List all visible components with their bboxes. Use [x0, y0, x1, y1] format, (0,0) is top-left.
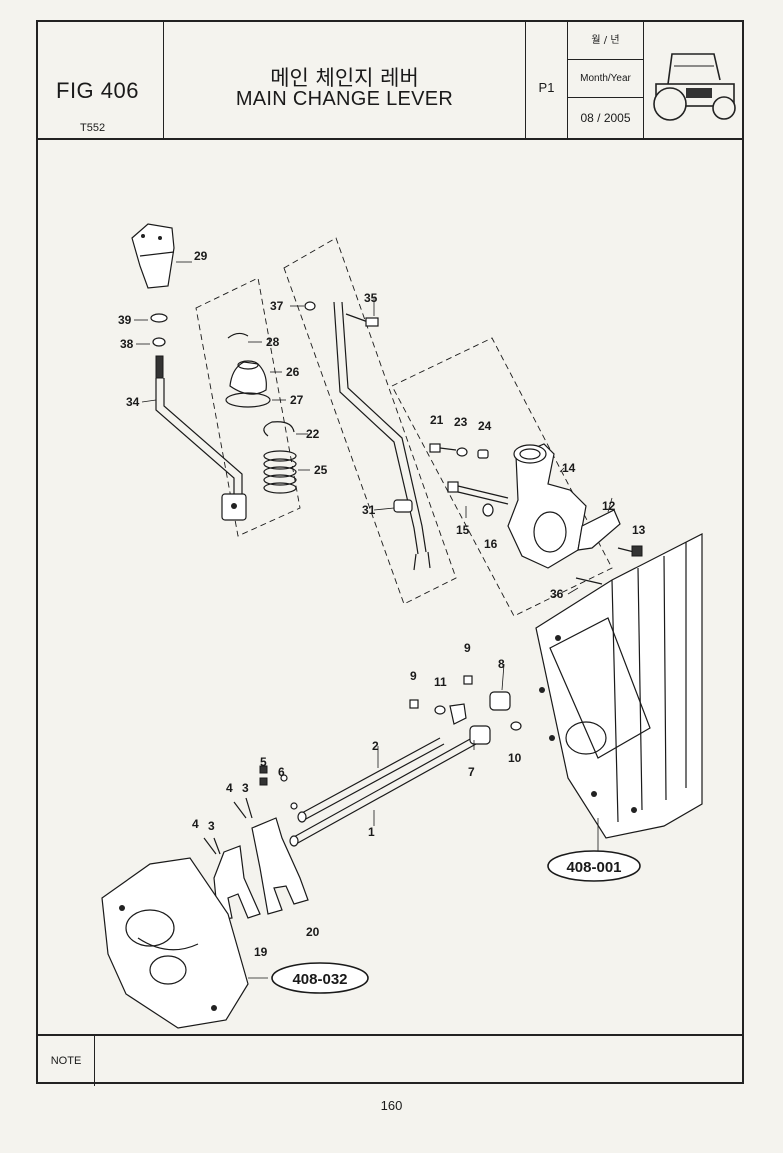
model-code: T552 [80, 122, 106, 134]
part-label-29: 29 [194, 249, 208, 263]
plate-11 [434, 703, 467, 725]
part-label-27: 27 [290, 393, 304, 407]
collar-24 [477, 449, 489, 459]
part-label-10: 10 [508, 751, 522, 765]
nut-38 [136, 337, 166, 347]
bolt-15 [447, 481, 509, 518]
part-label-4b: 4 [192, 817, 199, 831]
title-block: FIG 406 T552 메인 체인지 레버 MAIN CHANGE LEVER… [38, 22, 742, 140]
note-label: NOTE [38, 1036, 95, 1086]
part-label-22: 22 [306, 427, 320, 441]
part-label-35: 35 [364, 291, 378, 305]
springs-3-4 [203, 797, 253, 855]
detents-5-6 [259, 765, 298, 810]
spring-25 [263, 450, 310, 494]
part-label-20: 20 [306, 925, 320, 939]
plate-12 [577, 497, 621, 551]
washer-39 [134, 313, 168, 323]
ref-408-001: 408-001 [566, 859, 621, 876]
transmission-housing [535, 533, 703, 852]
note-row: NOTE [38, 1034, 742, 1086]
figure-cell: FIG 406 T552 [38, 22, 164, 138]
tractor-icon [653, 53, 736, 121]
ref-oval-408-001 [547, 850, 641, 882]
snap-ring-28 [227, 332, 262, 343]
part-label-14: 14 [562, 461, 576, 475]
part-label-9a: 9 [464, 641, 471, 655]
bolt-35 [345, 298, 379, 327]
part-label-13: 13 [632, 523, 646, 537]
exploded-parts-diagram: 408-001 408-032 29 39 38 34 28 26 27 22 … [101, 223, 703, 1029]
part-label-2: 2 [372, 739, 379, 753]
logo-cell [644, 22, 742, 138]
figure-number: FIG 406 [56, 78, 139, 103]
part-label-11: 11 [434, 675, 447, 689]
part-label-25: 25 [314, 463, 328, 477]
part-label-1: 1 [368, 825, 375, 839]
shift-rod-2 [297, 737, 445, 823]
part-label-34: 34 [126, 395, 140, 409]
nut-37 [290, 301, 316, 311]
ref-oval-408-032 [271, 962, 369, 994]
fork-7 [469, 725, 491, 750]
bolt-9b [409, 699, 419, 709]
title-english: MAIN CHANGE LEVER [235, 88, 454, 110]
part-label-7: 7 [468, 765, 475, 779]
part-label-19: 19 [254, 945, 268, 959]
rubber-boot-26 [229, 360, 282, 395]
pin-36 [567, 577, 603, 595]
part-label-4a: 4 [226, 781, 233, 795]
part-label-6: 6 [278, 765, 285, 779]
part-label-9b: 9 [410, 669, 417, 683]
date-value: 08 / 2005 [580, 111, 631, 125]
part-label-26: 26 [286, 365, 300, 379]
part-label-12: 12 [602, 499, 616, 513]
part-label-37: 37 [270, 299, 284, 313]
bracket-group-outline [391, 337, 613, 617]
pin-10 [510, 721, 522, 731]
sheet-number: P1 [538, 80, 555, 95]
circlip-22 [263, 421, 308, 437]
bolt-21 [429, 443, 457, 453]
bolt-13 [617, 545, 643, 557]
lever-knob [131, 223, 192, 289]
title-cell: 메인 체인지 레버 MAIN CHANGE LEVER [164, 22, 526, 138]
part-label-3a: 3 [242, 781, 249, 795]
washer-23 [456, 447, 468, 457]
front-housing [101, 857, 268, 1029]
bracket-14 [507, 443, 587, 569]
fork-20 [251, 817, 309, 915]
part-label-39: 39 [118, 313, 132, 327]
date-cell: 월 / 년 Month/Year 08 / 2005 [568, 22, 644, 138]
upper-lever [141, 355, 247, 521]
part-label-38: 38 [120, 337, 134, 351]
title-korean: 메인 체인지 레버 [270, 66, 419, 90]
part-label-36: 36 [550, 587, 564, 601]
part-label-8: 8 [498, 657, 505, 671]
part-label-21: 21 [430, 413, 444, 427]
fork-8 [489, 663, 511, 711]
part-label-16: 16 [484, 537, 498, 551]
part-label-24: 24 [478, 419, 492, 433]
lower-lever-group-outline [283, 237, 457, 605]
washer-16 [482, 503, 494, 517]
part-label-31: 31 [362, 503, 376, 517]
part-label-15: 15 [456, 523, 470, 537]
date-label-english: Month/Year [568, 60, 643, 98]
part-label-28: 28 [266, 335, 280, 349]
page-number: 160 [380, 1098, 403, 1113]
boot-group-outline [195, 277, 301, 537]
bolt-9a [463, 675, 473, 685]
part-label-3b: 3 [208, 819, 215, 833]
ref-408-032: 408-032 [292, 971, 347, 988]
part-label-23: 23 [454, 415, 468, 429]
lower-lever [333, 301, 431, 571]
page-frame: FIG 406 T552 메인 체인지 레버 MAIN CHANGE LEVER… [36, 20, 744, 1086]
plate-27 [225, 392, 286, 408]
shift-rod-1 [289, 737, 477, 847]
page-cell: P1 [526, 22, 568, 138]
date-label-korean: 월 / 년 [568, 22, 643, 60]
part-label-5: 5 [260, 755, 267, 769]
